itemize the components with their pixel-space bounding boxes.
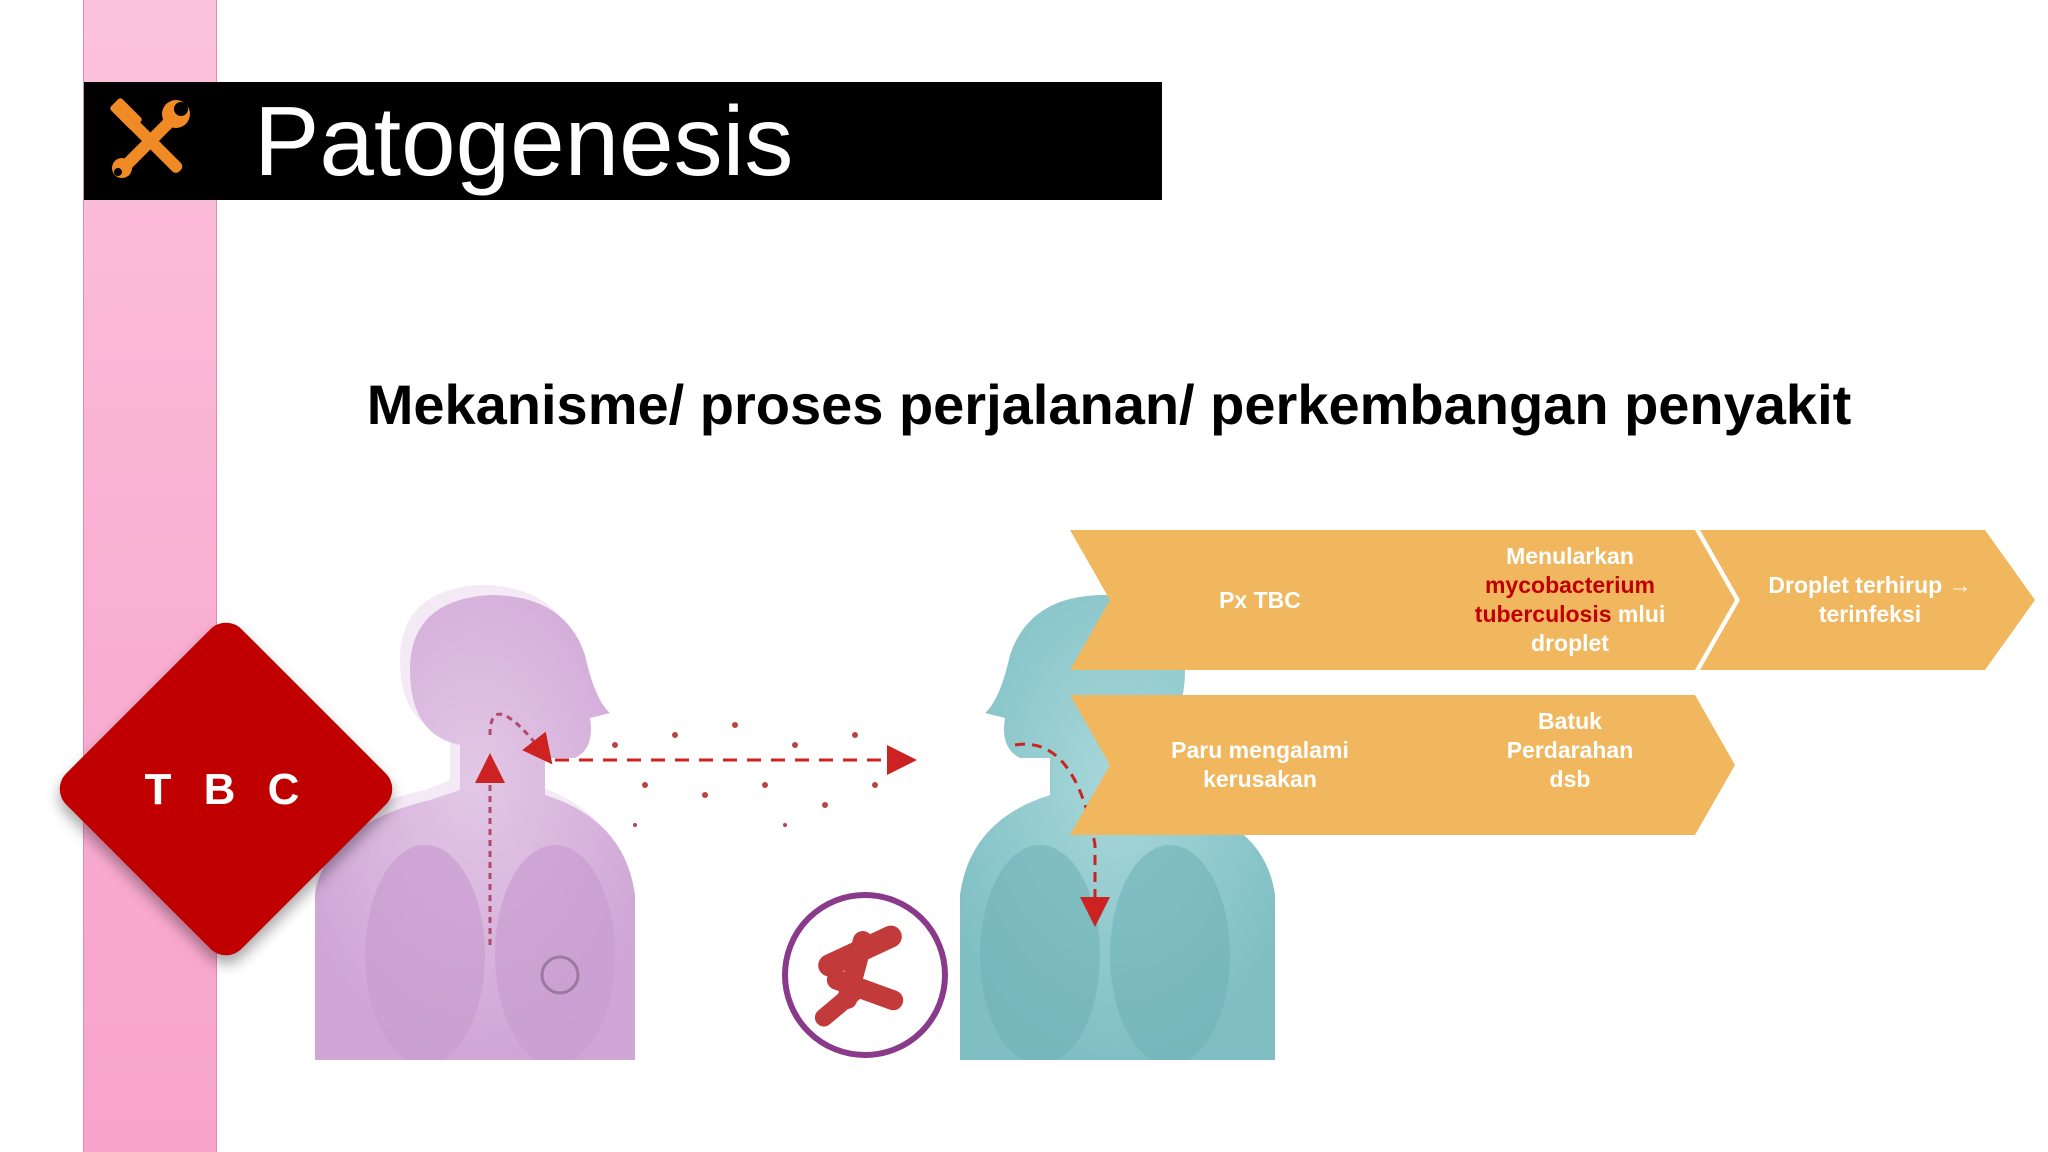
chevron-5-label: Batuk Perdarahan dsb <box>1506 707 1634 792</box>
chevron-2 <box>1405 530 1735 670</box>
chevron-5 <box>1405 695 1735 835</box>
diamond-label: T B C <box>144 765 310 814</box>
tbc-diamond: T B C <box>50 613 402 965</box>
chevron-shapes <box>1070 530 2035 835</box>
tb-transmission-illustration <box>315 585 1275 1060</box>
slide-subtitle: Mekanisme/ proses perjalanan/ perkembang… <box>366 373 1852 436</box>
chevron-1-label: Px TBC <box>1219 586 1301 613</box>
process-flow: Px TBC Menularkan mycobacterium tubercul… <box>1060 525 2048 835</box>
chevron-3-label: Droplet terhirup → terinfeksi <box>1768 572 1972 627</box>
tools-icon <box>110 98 190 178</box>
chevron-2-label: Menularkan mycobacterium tuberculosis ml… <box>1474 543 1666 656</box>
chevron-1 <box>1070 530 1455 670</box>
chevron-3 <box>1700 530 2035 670</box>
chevron-4 <box>1070 695 1455 835</box>
title-bar: Patogenesis <box>84 82 1162 200</box>
chevron-4-label: Paru mengalami kerusakan <box>1171 737 1349 792</box>
slide-title: Patogenesis <box>254 86 794 196</box>
